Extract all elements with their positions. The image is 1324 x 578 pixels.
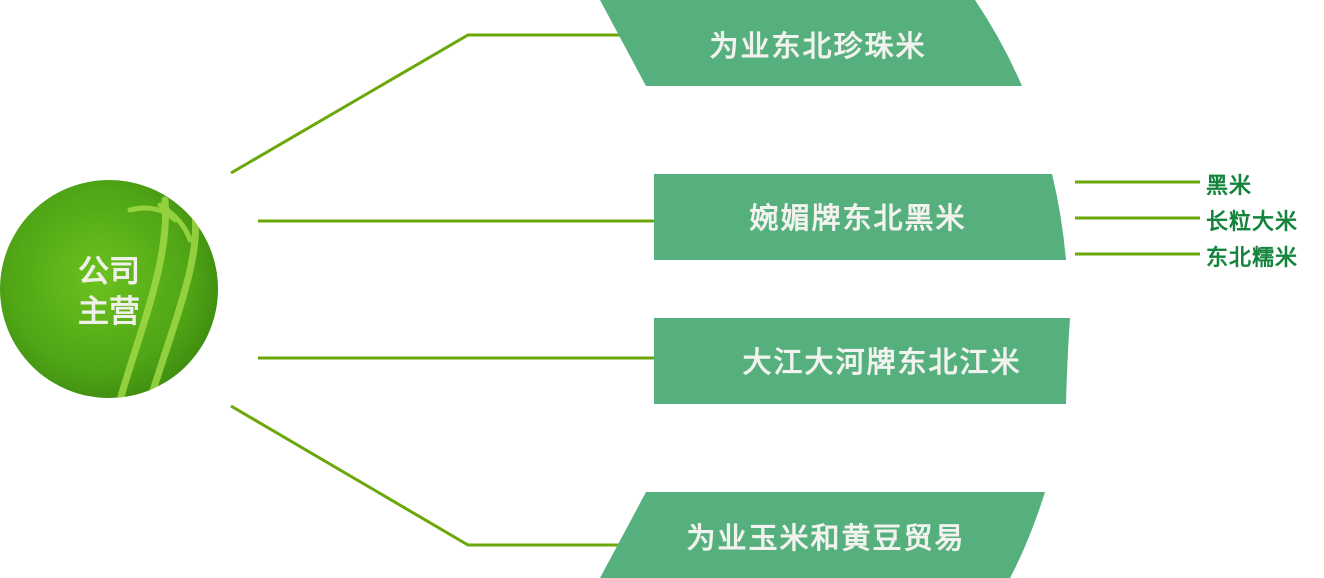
branch-box-2 <box>654 174 1066 260</box>
sub-item-black-rice: 黑米 <box>1206 174 1253 199</box>
connector-lines <box>230 33 1200 547</box>
branch-label-4: 为业玉米和黄豆贸易 <box>686 521 966 555</box>
center-node-image <box>0 180 218 398</box>
branch-box-3 <box>654 318 1070 404</box>
center-node: 公司 主营 <box>69 252 149 332</box>
branch-label-2: 婉媚牌东北黑米 <box>749 201 967 235</box>
center-line-1: 公司 <box>78 254 140 290</box>
branch-label-1: 为业东北珍珠米 <box>709 29 927 63</box>
branch-label-3: 大江大河牌东北江米 <box>742 345 1022 379</box>
center-line-2: 主营 <box>78 294 140 330</box>
sub-item-glutinous-rice: 东北糯米 <box>1206 246 1299 271</box>
branch-box-4 <box>600 492 1045 578</box>
branch-box-1 <box>600 0 1022 86</box>
sub-item-long-grain-rice: 长粒大米 <box>1206 210 1299 235</box>
